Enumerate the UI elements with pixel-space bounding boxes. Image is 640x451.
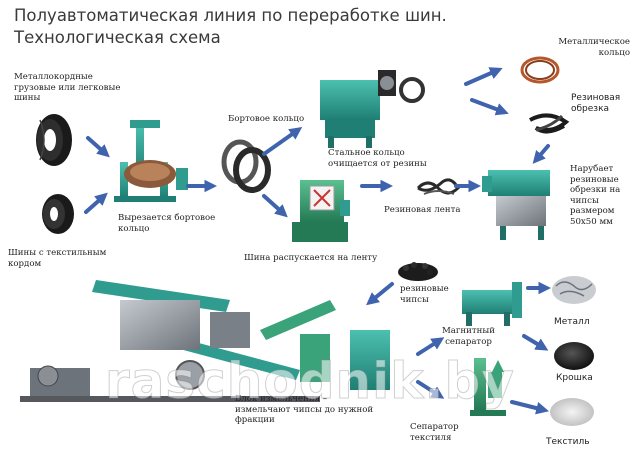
arrow-icon <box>532 144 550 164</box>
chip-cutter-machine-icon <box>482 170 550 240</box>
metal-scrap-icon <box>552 276 596 304</box>
bead-cutter-machine-icon <box>114 120 188 202</box>
arrow-icon <box>84 192 108 214</box>
textile-icon <box>550 398 594 426</box>
diagram-title-line-2: Технологическая схема <box>14 28 221 47</box>
label-tire-to-strip: Шина распускается на ленту <box>244 253 378 263</box>
watermark: raschodnik.by <box>105 352 515 411</box>
label-crumb: Крошка <box>556 373 593 383</box>
diagram-title-line-1: Полуавтоматическая линия по переработке … <box>14 6 447 25</box>
arrow-icon <box>464 67 503 86</box>
label-textile: Текстиль <box>546 437 590 447</box>
arrow-icon <box>262 127 303 156</box>
bead-ring-icon <box>221 139 271 193</box>
rubber-chips-icon <box>398 262 438 281</box>
arrow-icon <box>416 337 445 356</box>
arrow-icon <box>470 98 509 116</box>
bead-extractor-machine-icon <box>320 70 425 148</box>
strip-cutter-machine-icon <box>292 180 350 242</box>
label-bead-ring: Бортовое кольцо <box>228 114 305 124</box>
crumb-icon <box>554 342 594 370</box>
truck-tire-icon <box>36 114 72 166</box>
label-rubber-strip: Резиновая лента <box>384 205 461 215</box>
textile-tire-icon <box>42 194 74 234</box>
arrow-icon <box>416 380 445 399</box>
arrow-icon <box>86 136 110 158</box>
arrow-icon <box>262 194 288 218</box>
arrow-icon <box>522 334 549 351</box>
textile-separator-icon <box>470 358 506 416</box>
arrow-icon <box>366 282 394 306</box>
magnetic-separator-icon <box>462 282 522 326</box>
label-grinding: Блок измельчения –измельчают чипсы до ну… <box>235 394 374 425</box>
metal-ring-icon <box>520 56 560 84</box>
label-metal: Металл <box>554 317 590 327</box>
grinding-line-icon <box>20 280 390 402</box>
arrow-icon <box>510 400 549 415</box>
rubber-strip-icon <box>416 178 460 195</box>
rubber-scrap-icon <box>529 113 570 134</box>
